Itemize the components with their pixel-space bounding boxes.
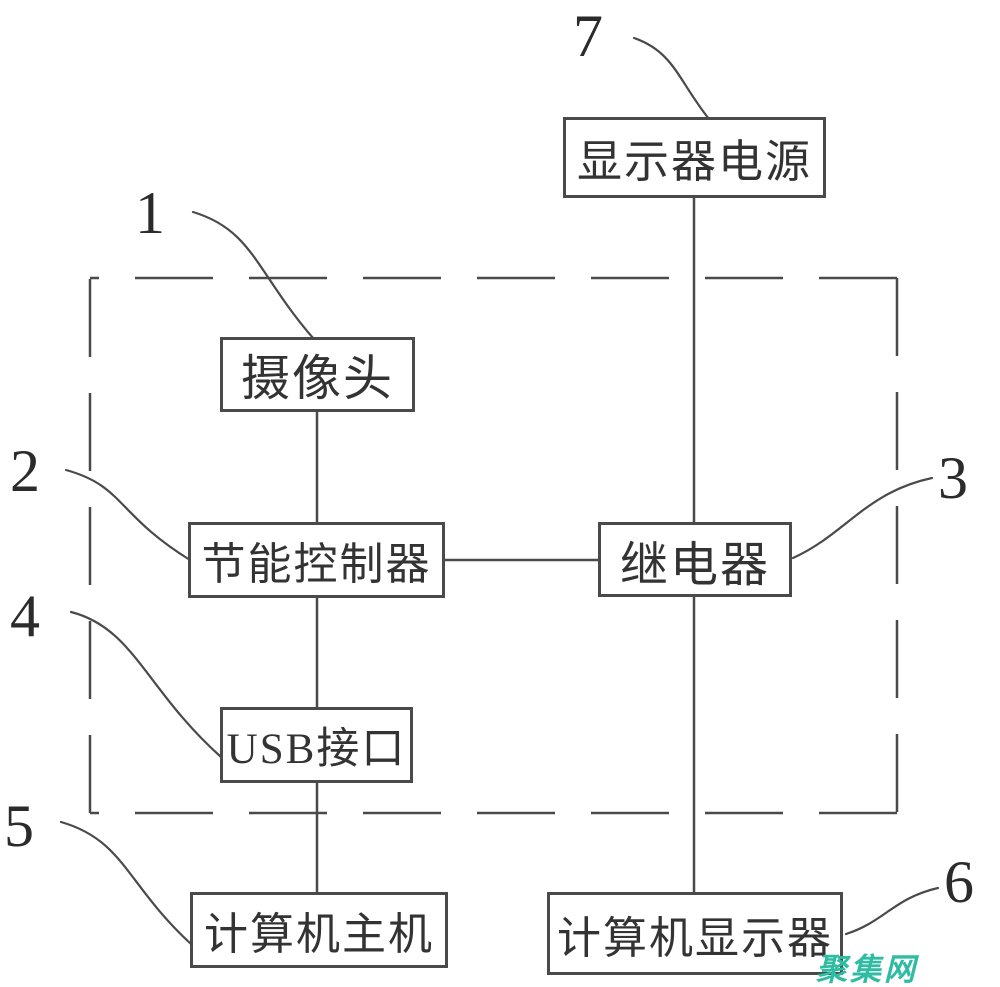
box-camera: 摄像头 [220,337,415,412]
dashed-boundary-box [88,276,899,815]
ref-number-3: 3 [938,445,968,511]
leader-line-2 [64,468,192,562]
box-display-power-label: 显示器电源 [576,137,812,187]
ref-number-4: 4 [10,583,40,649]
box-relay: 继电器 [598,522,792,597]
site-watermark: 聚集网 [816,952,918,987]
ref-number-5: 5 [4,793,34,859]
leader-line-3 [791,476,934,560]
ref-number-6: 6 [944,849,974,915]
box-monitor-label: 计算机显示器 [557,913,833,963]
box-camera-label: 摄像头 [240,351,394,406]
leader-line-5 [59,820,193,946]
ref-number-7: 7 [573,3,603,69]
box-controller: 节能控制器 [188,522,445,598]
box-usb: USB接口 [220,707,413,783]
ref-number-2: 2 [10,438,40,504]
box-controller-label: 节能控制器 [201,540,432,589]
box-monitor: 计算机显示器 [547,892,843,975]
leader-line-6 [844,886,940,936]
leader-line-4 [69,610,223,759]
box-display-power: 显示器电源 [563,117,826,198]
ref-number-1: 1 [135,180,165,246]
box-usb-label: USB接口 [226,726,407,773]
box-host: 计算机主机 [190,892,448,968]
box-relay-label: 继电器 [619,538,770,592]
leader-line-7 [632,36,711,121]
leader-line-1 [191,210,315,340]
box-host-label: 计算机主机 [204,910,434,959]
